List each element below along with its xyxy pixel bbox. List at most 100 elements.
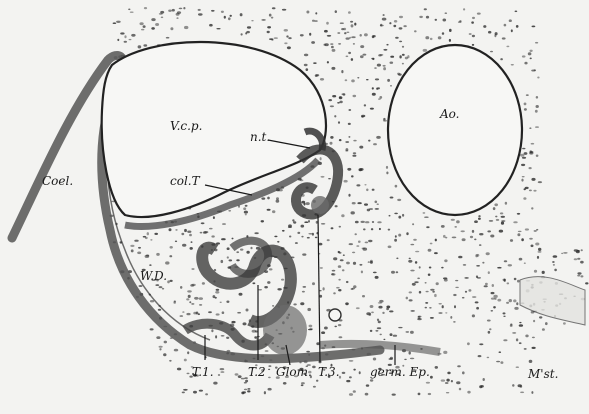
mesenchyme-dot	[315, 74, 318, 77]
mesenchyme-dot	[462, 371, 465, 374]
mesenchyme-dot	[389, 215, 391, 217]
mesenchyme-dot	[511, 29, 513, 32]
mesenchyme-dot	[356, 184, 360, 186]
mesenchyme-dot	[354, 23, 356, 26]
mesenchyme-dot	[213, 295, 216, 298]
mesenchyme-dot	[446, 392, 449, 393]
mesenchyme-dot	[188, 295, 191, 298]
mesenchyme-dot	[156, 336, 160, 339]
mesenchyme-dot	[482, 262, 484, 264]
mesenchyme-dot	[239, 293, 243, 296]
mesenchyme-dot	[380, 334, 382, 336]
label-ao: Ao.	[439, 107, 460, 121]
mesenchyme-dot	[363, 228, 366, 230]
mesenchyme-dot	[308, 233, 312, 234]
mesenchyme-dot	[386, 44, 388, 46]
mesenchyme-dot	[351, 175, 354, 177]
mesenchyme-dot	[563, 252, 567, 253]
mesenchyme-dot	[328, 99, 332, 101]
mesenchyme-dot	[517, 213, 520, 215]
mesenchyme-dot	[304, 203, 306, 206]
mesenchyme-dot	[370, 260, 373, 263]
mesenchyme-dot	[167, 280, 170, 283]
mesenchyme-dot	[169, 255, 172, 257]
mesenchyme-dot	[170, 280, 173, 282]
mesenchyme-dot	[339, 139, 342, 141]
mesenchyme-dot	[510, 239, 513, 242]
mesenchyme-dot	[504, 260, 507, 262]
mesenchyme-dot	[327, 239, 330, 241]
mesenchyme-dot	[180, 315, 184, 317]
mesenchyme-dot	[379, 228, 381, 230]
mesenchyme-dot	[524, 263, 526, 264]
mesenchyme-dot	[315, 237, 318, 239]
mesenchyme-dot	[443, 351, 447, 354]
mesenchyme-dot	[495, 216, 497, 218]
mesenchyme-dot	[577, 275, 580, 277]
mesenchyme-dot	[321, 223, 325, 225]
mesenchyme-dot	[333, 292, 336, 294]
mesenchyme-dot	[357, 202, 361, 204]
mesenchyme-dot	[240, 13, 243, 16]
mesenchyme-dot	[506, 46, 509, 48]
mesenchyme-dot	[519, 322, 521, 323]
mesenchyme-dot	[344, 28, 347, 31]
mesenchyme-dot	[369, 313, 372, 316]
mesenchyme-dot	[220, 368, 225, 370]
mesenchyme-dot	[375, 330, 378, 332]
mesenchyme-dot	[156, 253, 160, 256]
mesenchyme-dot	[542, 271, 545, 274]
mesenchyme-dot	[191, 303, 194, 305]
mesenchyme-dot	[250, 247, 252, 250]
mesenchyme-dot	[386, 306, 390, 309]
mesenchyme-dot	[396, 271, 399, 273]
mesenchyme-dot	[501, 222, 504, 225]
mesenchyme-dot	[538, 251, 542, 253]
mesenchyme-dot	[519, 324, 523, 327]
mesenchyme-dot	[389, 22, 391, 24]
mesenchyme-dot	[414, 281, 418, 283]
mesenchyme-dot	[423, 49, 428, 52]
mesenchyme-dot	[537, 256, 539, 259]
mesenchyme-dot	[245, 32, 247, 34]
mesenchyme-dot	[428, 274, 431, 276]
mesenchyme-dot	[320, 157, 322, 160]
mesenchyme-dot	[373, 35, 376, 37]
mesenchyme-dot	[447, 372, 450, 375]
mesenchyme-dot	[159, 348, 161, 350]
mesenchyme-dot	[462, 238, 466, 241]
mesenchyme-dot	[574, 249, 578, 251]
mesenchyme-dot	[339, 252, 342, 254]
mesenchyme-dot	[529, 127, 531, 129]
mesenchyme-dot	[491, 292, 495, 294]
mesenchyme-dot	[471, 21, 474, 23]
mesenchyme-dot	[409, 299, 413, 301]
mesenchyme-dot	[321, 176, 325, 178]
mesenchyme-dot	[394, 213, 398, 215]
mesenchyme-dot	[417, 318, 421, 320]
mesenchyme-dot	[163, 353, 166, 356]
mesenchyme-dot	[370, 108, 374, 110]
mesenchyme-dot	[267, 281, 270, 284]
mesenchyme-dot	[330, 136, 333, 139]
mesenchyme-dot	[398, 73, 402, 75]
mesenchyme-dot	[338, 279, 340, 281]
mesenchyme-dot	[534, 230, 537, 231]
mesenchyme-dot	[509, 19, 512, 22]
mesenchyme-dot	[368, 140, 370, 142]
mesenchyme-dot	[244, 389, 247, 391]
mesenchyme-dot	[360, 34, 362, 37]
mesenchyme-dot	[373, 143, 377, 145]
mesenchyme-dot	[472, 35, 475, 37]
mesenchyme-dot	[311, 41, 315, 44]
tubule-t3-lumen	[311, 196, 329, 214]
mesenchyme-dot	[419, 16, 423, 18]
mesenchyme-dot	[366, 189, 368, 192]
mesenchyme-dot	[477, 254, 480, 257]
mesenchyme-dot	[113, 22, 117, 24]
mesenchyme-dot	[312, 282, 315, 285]
mesenchyme-dot	[370, 305, 374, 308]
mesenchyme-dot	[348, 11, 351, 14]
small-vessel	[329, 309, 341, 321]
label-t3: T.3.	[318, 365, 340, 379]
